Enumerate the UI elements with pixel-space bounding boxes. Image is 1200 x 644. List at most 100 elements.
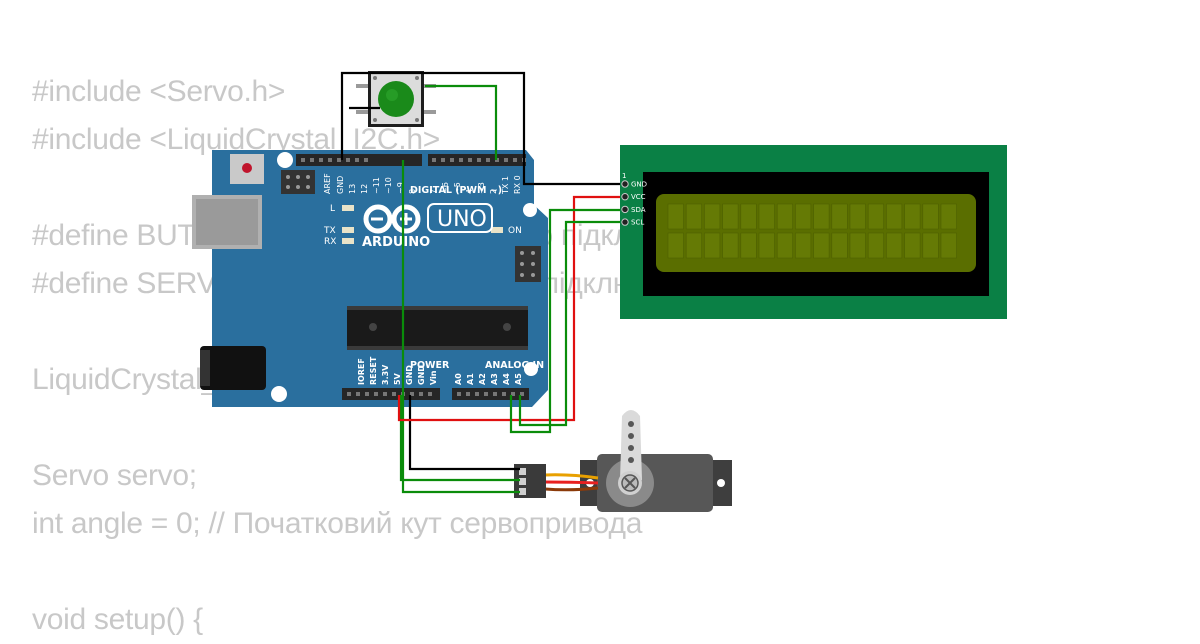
lcd-pin-label: VCC: [631, 193, 646, 201]
header-pin-hole[interactable]: [355, 158, 359, 162]
header-pin-hole[interactable]: [337, 158, 341, 162]
header-pin-hole[interactable]: [513, 158, 517, 162]
lcd-cell: [722, 203, 739, 230]
header-pin-hole[interactable]: [374, 392, 378, 396]
code-line: int angle = 0; // Початковий кут сервопр…: [32, 507, 643, 540]
pin-label: AREF: [323, 173, 332, 194]
lcd-pin-label: SCL: [631, 219, 644, 227]
header-pin-hole[interactable]: [504, 158, 508, 162]
header-pin-hole[interactable]: [392, 392, 396, 396]
pin-label: RESET: [369, 356, 378, 385]
mount-hole: [271, 386, 287, 402]
lcd-cell: [667, 232, 684, 259]
pin-label: 4: [465, 189, 474, 194]
lcd-cell: [795, 232, 812, 259]
board-model: UNO: [437, 207, 487, 232]
header-pin-hole[interactable]: [457, 392, 461, 396]
lcd-cell: [722, 232, 739, 259]
header-pin-hole[interactable]: [475, 392, 479, 396]
header-pin-hole[interactable]: [493, 392, 497, 396]
header-pin-hole[interactable]: [486, 158, 490, 162]
icsp-header: [281, 170, 315, 194]
wires: [340, 71, 620, 494]
pin-label: GND: [336, 176, 345, 194]
pin-label: A0: [454, 373, 463, 385]
led-on: [491, 227, 503, 233]
lcd-cell: [758, 203, 775, 230]
lcd-cell: [940, 203, 957, 230]
pin-label: 5V: [393, 372, 402, 385]
header-pin-hole[interactable]: [301, 158, 305, 162]
header-pin-hole[interactable]: [410, 392, 414, 396]
lcd-cell: [922, 232, 939, 259]
header-pin-hole[interactable]: [347, 392, 351, 396]
lcd-cell: [831, 203, 848, 230]
wire-button-gnd: [340, 71, 620, 186]
lcd-pin[interactable]: [621, 180, 629, 188]
header-pin-hole[interactable]: [383, 392, 387, 396]
pin-label: IOREF: [357, 358, 366, 385]
header-pin-hole[interactable]: [310, 158, 314, 162]
header-pin-hole[interactable]: [346, 158, 350, 162]
lcd-cell: [795, 203, 812, 230]
lcd-cell: [849, 232, 866, 259]
header-pin-hole[interactable]: [364, 158, 368, 162]
pin-label: 13: [348, 184, 357, 194]
servo-icon[interactable]: [580, 410, 732, 512]
wire-button-signal: [425, 84, 498, 160]
lcd-cell: [867, 232, 885, 259]
microcontroller-chip: [347, 306, 528, 350]
pin-label: ~10: [384, 177, 393, 194]
header-pin-hole[interactable]: [466, 392, 470, 396]
header-pin-hole[interactable]: [459, 158, 463, 162]
lcd-pin[interactable]: [621, 218, 629, 226]
header-pin-hole[interactable]: [365, 392, 369, 396]
header-pin-hole[interactable]: [450, 158, 454, 162]
servo-cable: [544, 473, 599, 492]
lcd-cell: [867, 203, 885, 230]
header-pin-hole[interactable]: [419, 392, 423, 396]
pin-label: ~5: [453, 182, 462, 194]
pin-label: A4: [502, 373, 511, 385]
lcd-cell: [704, 203, 721, 230]
pin-label: GND: [405, 365, 414, 385]
led-l: [342, 205, 354, 211]
header-pin-hole[interactable]: [428, 392, 432, 396]
header-pin-hole[interactable]: [441, 158, 445, 162]
lcd-cell: [886, 203, 903, 230]
header-pin-hole[interactable]: [502, 392, 506, 396]
header-analog: [452, 388, 529, 400]
pin-label: 8: [408, 189, 417, 194]
header-pin-hole[interactable]: [328, 158, 332, 162]
led-rx: [342, 238, 354, 244]
reset-button[interactable]: [230, 154, 264, 184]
header-pin-hole[interactable]: [356, 392, 360, 396]
lcd-pin[interactable]: [621, 205, 629, 214]
header-pin-hole[interactable]: [511, 392, 515, 396]
header-pin-hole[interactable]: [520, 392, 524, 396]
pin-label: A2: [478, 373, 487, 385]
lcd-pin-label: GND: [631, 181, 647, 189]
header-pin-hole[interactable]: [477, 158, 481, 162]
pin-label: ~11: [372, 177, 381, 194]
lcd-cell: [685, 203, 703, 230]
mount-hole: [277, 152, 293, 168]
pin-label: RX 0: [513, 175, 522, 194]
header-pin-hole[interactable]: [319, 158, 323, 162]
led-l-label: L: [330, 204, 335, 214]
lcd-pin[interactable]: [621, 193, 629, 201]
wire-sda: [509, 208, 620, 434]
header-pin-hole[interactable]: [432, 158, 436, 162]
pin-label: Vin: [429, 370, 438, 385]
pushbutton-icon[interactable]: [356, 71, 436, 127]
lcd-cell: [704, 232, 721, 259]
board-brand: ARDUINO: [362, 235, 430, 250]
power-jack: [200, 346, 266, 390]
lcd-cell: [904, 232, 921, 259]
arduino-infinity-logo-icon: [363, 204, 421, 234]
wire-servo-signal: [401, 160, 520, 494]
header-pin-hole[interactable]: [484, 392, 488, 396]
header-pin-hole[interactable]: [468, 158, 472, 162]
